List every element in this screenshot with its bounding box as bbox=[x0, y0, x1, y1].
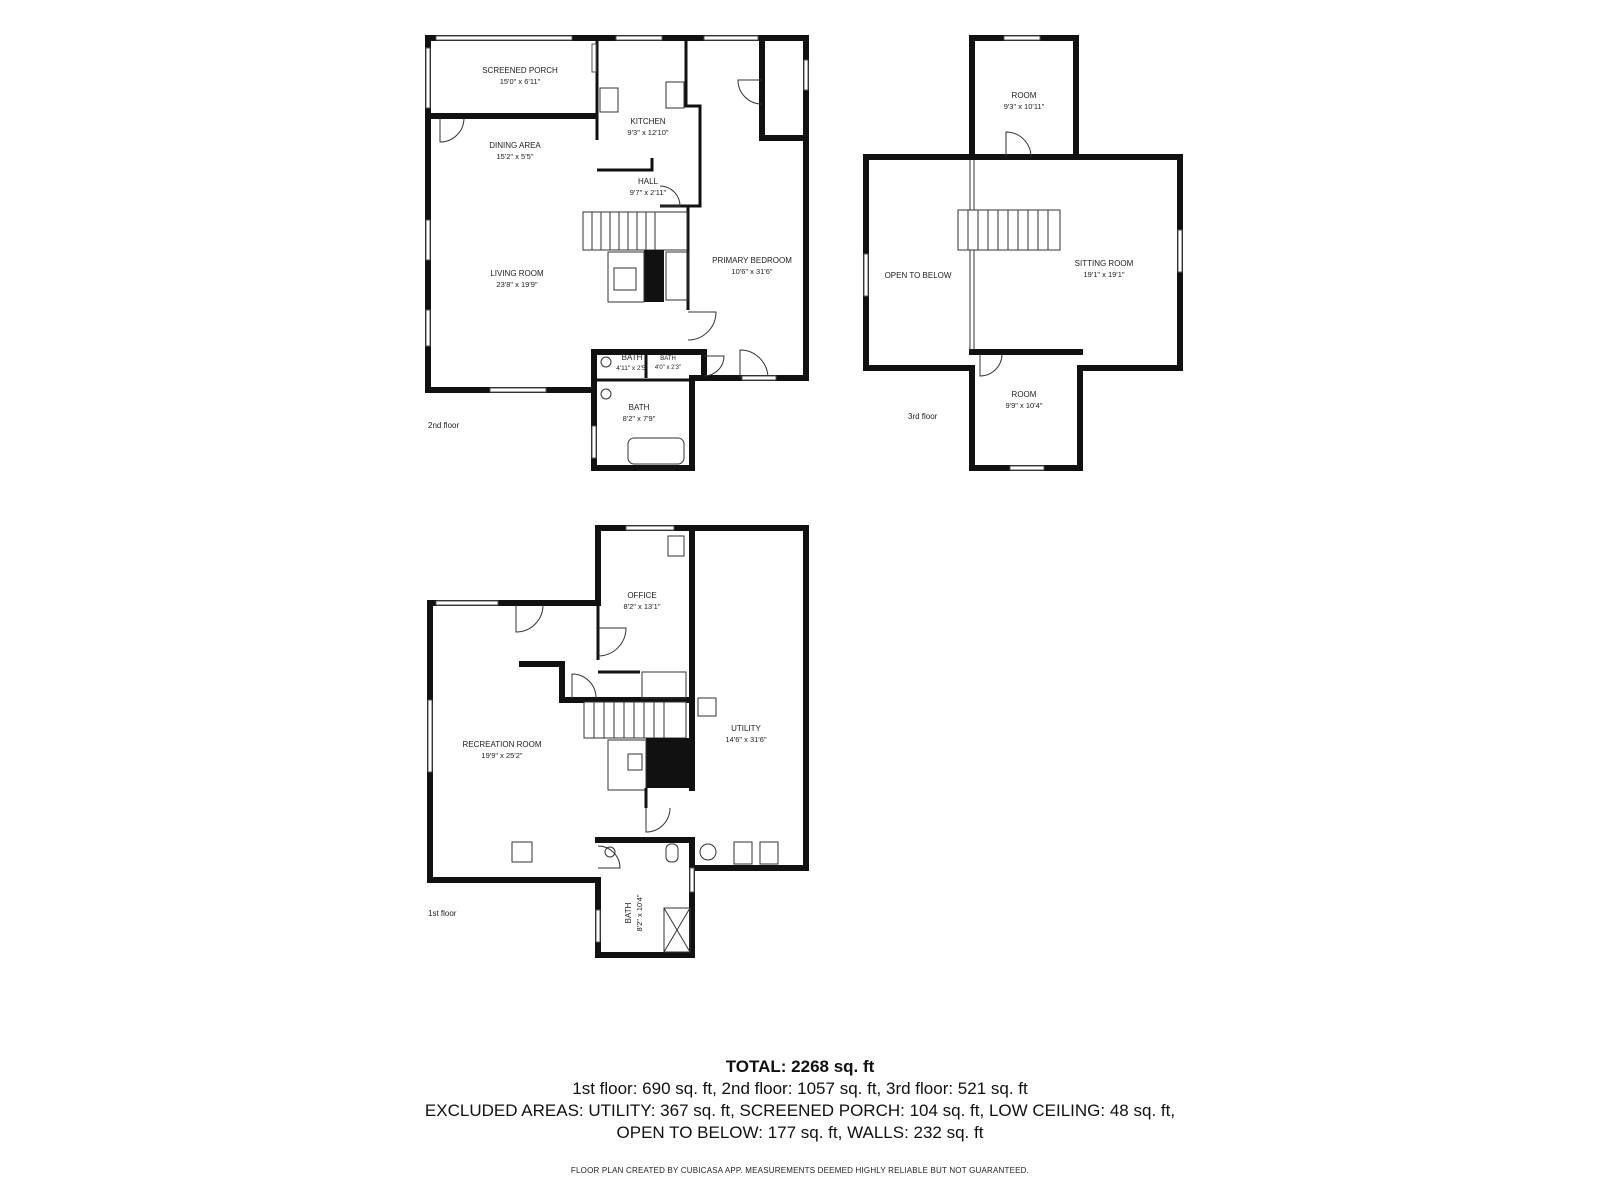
door-icon bbox=[515, 604, 544, 633]
kitchen-wall-right bbox=[660, 38, 702, 208]
room-dims-hall: 9'7" x 2'11" bbox=[630, 188, 667, 197]
room-dims-recreation-room: 19'9" x 25'2" bbox=[481, 751, 522, 760]
room-label-third-room-bottom: ROOM bbox=[1012, 390, 1037, 399]
room-label-hall: HALL bbox=[638, 177, 659, 186]
shower bbox=[663, 907, 691, 953]
room-dims-first-floor-bath: 8'2" x 10'4" bbox=[635, 894, 644, 931]
room-label-primary-bedroom: PRIMARY BEDROOM bbox=[712, 256, 792, 265]
room-label-kitchen: KITCHEN bbox=[630, 117, 665, 126]
room-label-bath-b: BATH bbox=[660, 356, 676, 362]
third-floor-plan: ROOM 9'3" x 10'11" OPEN TO BELOW SITTING… bbox=[863, 35, 1183, 471]
total-area: TOTAL: 2268 sq. ft bbox=[725, 1057, 875, 1076]
room-dims-kitchen: 9'3" x 12'10" bbox=[627, 128, 668, 137]
area-summary: TOTAL: 2268 sq. ft 1st floor: 690 sq. ft… bbox=[0, 1056, 1600, 1144]
kitchen-sink-icon bbox=[599, 87, 619, 113]
room-dims-primary-bedroom: 10'6" x 31'6" bbox=[731, 267, 772, 276]
room-label-open-to-below: OPEN TO BELOW bbox=[885, 271, 952, 280]
room-dims-sitting-room: 19'1" x 19'1" bbox=[1083, 270, 1124, 279]
door-icon bbox=[1005, 131, 1032, 158]
disclaimer: FLOOR PLAN CREATED BY CUBICASA APP. MEAS… bbox=[570, 1166, 1030, 1175]
window bbox=[625, 525, 675, 531]
floor-areas: 1st floor: 690 sq. ft, 2nd floor: 1057 s… bbox=[572, 1079, 1028, 1098]
room-label-utility: UTILITY bbox=[731, 724, 761, 733]
window bbox=[1003, 35, 1041, 41]
room-dims-living-room: 23'8" x 19'9" bbox=[496, 280, 537, 289]
room-label-living-room: LIVING ROOM bbox=[490, 269, 544, 278]
window bbox=[435, 35, 573, 41]
room-label-screened-porch: SCREENED PORCH bbox=[482, 66, 558, 75]
room-label-bath: BATH bbox=[629, 403, 650, 412]
floor-label-third: 3rd floor bbox=[908, 412, 938, 421]
floor-label-first: 1st floor bbox=[428, 909, 457, 918]
room-dims-third-room-top: 9'3" x 10'11" bbox=[1004, 102, 1045, 111]
toilet-icon bbox=[665, 843, 679, 863]
chimney bbox=[646, 738, 690, 788]
excluded-areas: EXCLUDED AREAS: UTILITY: 367 sq. ft, SCR… bbox=[424, 1101, 1176, 1120]
room-dims-bath-b: 4'0" x 2'3" bbox=[655, 365, 681, 371]
second-floor-outer-wall bbox=[425, 35, 809, 471]
second-floor-stairs bbox=[582, 211, 688, 251]
water-heater-icon bbox=[699, 843, 717, 861]
fireplace bbox=[644, 250, 664, 302]
first-floor-bath-walls bbox=[595, 837, 695, 871]
room-label-bath-a: BATH bbox=[622, 353, 643, 362]
first-floor-plan: OFFICE 8'2" x 13'1" UTILITY 14'6" x 31'6… bbox=[427, 525, 809, 958]
room-dims-bath: 8'2" x 7'9" bbox=[623, 414, 656, 423]
room-label-sitting-room: SITTING ROOM bbox=[1075, 259, 1134, 268]
closet-wall bbox=[759, 37, 809, 141]
bath-walls bbox=[591, 349, 707, 393]
room-dims-third-room-bottom: 9'9" x 10'4" bbox=[1006, 401, 1043, 410]
room-label-dining-area: DINING AREA bbox=[489, 141, 541, 150]
room-label-first-floor-bath: BATH bbox=[624, 902, 633, 923]
bathtub bbox=[627, 437, 685, 465]
room-dims-utility: 14'6" x 31'6" bbox=[725, 735, 766, 744]
stove-icon bbox=[665, 81, 685, 109]
room-label-recreation-room: RECREATION ROOM bbox=[463, 740, 542, 749]
second-floor-plan: SCREENED PORCH 15'0" x 6'11" KITCHEN 9'3… bbox=[425, 35, 809, 471]
sink-icon bbox=[604, 846, 616, 858]
room-label-office: OFFICE bbox=[627, 591, 656, 600]
room-label-third-room-top: ROOM bbox=[1012, 91, 1037, 100]
sink-icon bbox=[600, 356, 612, 368]
door-icon bbox=[439, 117, 465, 143]
first-floor-stairs bbox=[583, 701, 687, 739]
recreation-inner-wall bbox=[519, 661, 689, 703]
excluded-areas-continued: OPEN TO BELOW: 177 sq. ft, WALLS: 232 sq… bbox=[616, 1123, 984, 1142]
room-dims-dining-area: 15'2" x 5'5" bbox=[497, 152, 534, 161]
third-floor-stairs bbox=[957, 209, 1061, 251]
room-dims-office: 8'2" x 13'1" bbox=[624, 602, 661, 611]
room-dims-bath-a: 4'11" x 2'5" bbox=[616, 365, 648, 372]
room-dims-screened-porch: 15'0" x 6'11" bbox=[500, 77, 541, 86]
floor-label-second: 2nd floor bbox=[428, 421, 459, 430]
kitchen-wall-bottom bbox=[597, 158, 654, 172]
